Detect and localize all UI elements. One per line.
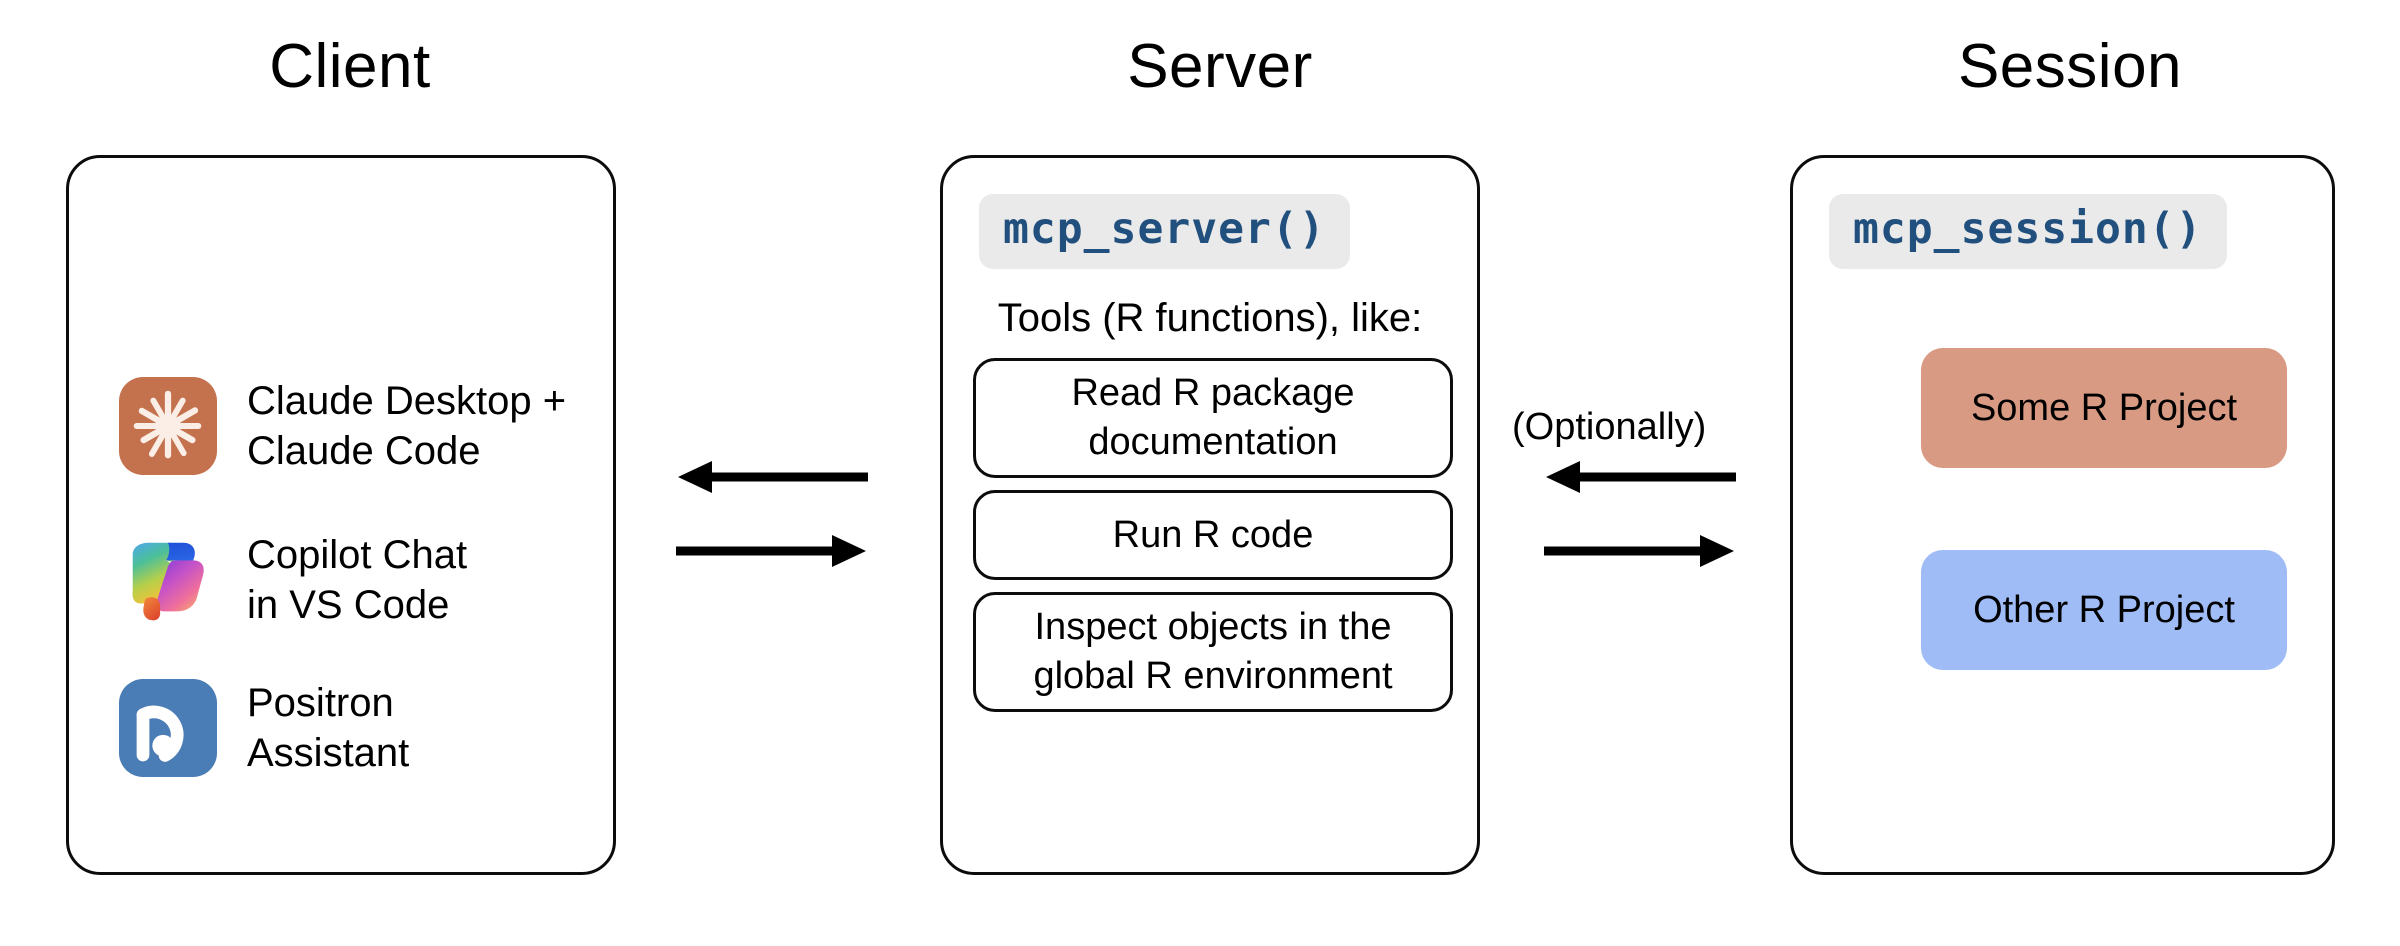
claude-icon	[119, 377, 217, 475]
column-title-client: Client	[269, 32, 431, 101]
tool-box[interactable]: Inspect objects in the global R environm…	[973, 592, 1453, 712]
mcp-session-code-chip: mcp_session()	[1829, 194, 2227, 269]
optionally-label: (Optionally)	[1512, 406, 1707, 448]
client-item-claude[interactable]: Claude Desktop + Claude Code	[119, 376, 566, 476]
server-panel: mcp_server() Tools (R functions), like: …	[940, 155, 1480, 875]
client-server-arrows	[672, 455, 872, 595]
client-item-positron[interactable]: Positron Assistant	[119, 678, 409, 778]
copilot-icon	[119, 531, 217, 629]
client-panel: Claude Desktop + Claude Code	[66, 155, 616, 875]
tools-caption: Tools (R functions), like:	[997, 296, 1423, 340]
project-box[interactable]: Some R Project	[1921, 348, 2287, 468]
positron-icon	[119, 679, 217, 777]
client-item-label: Copilot Chat in VS Code	[247, 533, 468, 627]
tool-box[interactable]: Run R code	[973, 490, 1453, 580]
project-box[interactable]: Other R Project	[1921, 550, 2287, 670]
client-item-label: Claude Desktop + Claude Code	[247, 379, 567, 473]
mcp-server-code-chip: mcp_server()	[979, 194, 1350, 269]
tool-box[interactable]: Read R package documentation	[973, 358, 1453, 478]
session-panel: mcp_session() Some R Project Other R Pro…	[1790, 155, 2335, 875]
client-item-label: Positron Assistant	[247, 681, 410, 775]
column-title-session: Session	[1957, 32, 2183, 101]
client-item-copilot[interactable]: Copilot Chat in VS Code	[119, 530, 467, 630]
column-title-server: Server	[1127, 32, 1313, 101]
server-session-arrows	[1540, 455, 1740, 595]
